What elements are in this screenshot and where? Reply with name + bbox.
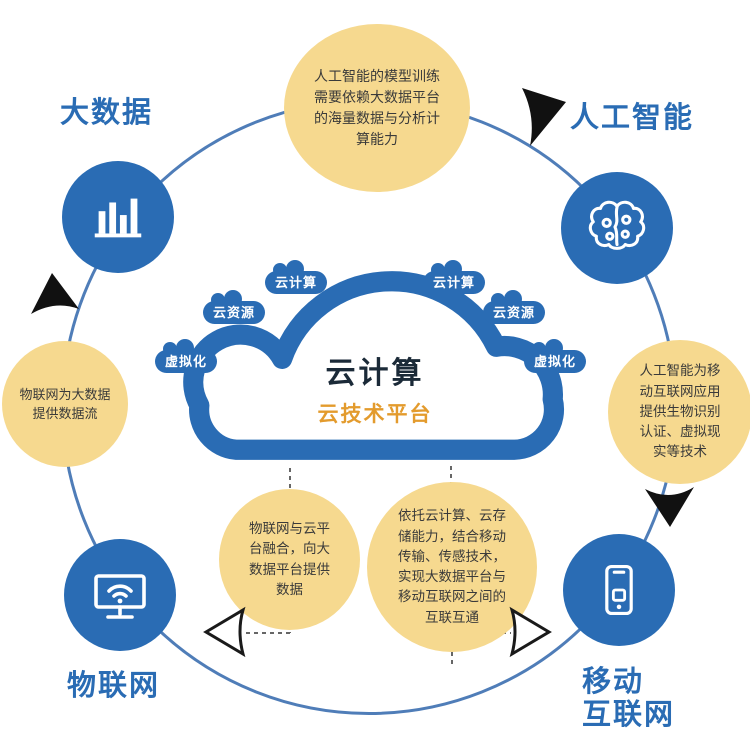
bubble-iot-bigdata: 物联网为大数据提供数据流	[2, 341, 128, 467]
label-mobile: 移动 互联网	[582, 666, 675, 733]
node-mobile	[563, 534, 675, 646]
badge-label: 云计算	[433, 275, 476, 290]
bubble-iot-cloud: 物联网与云平台融合，向大数据平台提供数据	[219, 489, 360, 630]
cloud-shape	[183, 271, 565, 460]
label-mobile-line1: 移动	[582, 666, 645, 698]
arrow-to-bigdata	[31, 273, 79, 314]
cloud-platform: 云计算 云技术平台	[163, 271, 587, 468]
badge-label: 虚拟化	[534, 354, 577, 369]
node-ai	[561, 172, 673, 284]
badge-cloud-resource-left: 云资源	[203, 290, 266, 324]
bubble-ai-mobile-text: 人工智能为移动互联网应用提供生物识别认证、虚拟现实等技术	[639, 363, 721, 460]
monitor-wifi-icon	[94, 574, 146, 619]
badge-label: 云资源	[213, 305, 256, 320]
label-mobile-line2: 互联网	[582, 699, 676, 732]
bubble-ai-mobile: 人工智能为移动互联网应用提供生物识别认证、虚拟现实等技术	[608, 340, 750, 484]
badge-virtualization-right: 虚拟化	[524, 339, 587, 373]
bubble-cloud-mobile: 依托云计算、云存储能力，结合移动传输、传感技术，实现大数据平台与移动互联网之间的…	[367, 482, 537, 652]
cloud-title: 云计算	[325, 357, 425, 390]
bubble-ai-bigdata: 人工智能的模型训练需要依赖大数据平台的海量数据与分析计算能力	[284, 24, 470, 192]
smartphone-icon	[605, 564, 633, 616]
label-bigdata: 大数据	[60, 97, 154, 129]
bubble-ai-bigdata-text: 人工智能的模型训练需要依赖大数据平台的海量数据与分析计算能力	[314, 68, 440, 147]
bubble-iot-bigdata-text: 物联网为大数据提供数据流	[19, 386, 111, 422]
brain-icon	[588, 200, 646, 250]
cloud-subtitle: 云技术平台	[317, 403, 433, 426]
node-bigdata	[62, 161, 174, 273]
badge-label: 云资源	[493, 305, 536, 320]
badge-label: 云计算	[275, 275, 318, 290]
bar-chart-icon	[94, 198, 142, 238]
badge-cloud-computing-right: 云计算	[423, 260, 486, 294]
node-iot	[64, 539, 176, 651]
badge-cloud-resource-right: 云资源	[483, 290, 546, 324]
arrow-to-ai	[522, 88, 566, 146]
badge-label: 虚拟化	[165, 354, 208, 369]
cloud-text: 云计算 云技术平台	[163, 348, 587, 428]
badge-virtualization-left: 虚拟化	[155, 339, 218, 373]
label-ai: 人工智能	[570, 102, 695, 134]
bubble-iot-cloud-text: 物联网与云平台融合，向大数据平台提供数据	[249, 521, 330, 597]
bubble-cloud-mobile-text: 依托云计算、云存储能力，结合移动传输、传感技术，实现大数据平台与移动互联网之间的…	[398, 508, 506, 625]
label-iot: 物联网	[67, 670, 161, 702]
badge-cloud-computing-left: 云计算	[265, 260, 328, 294]
